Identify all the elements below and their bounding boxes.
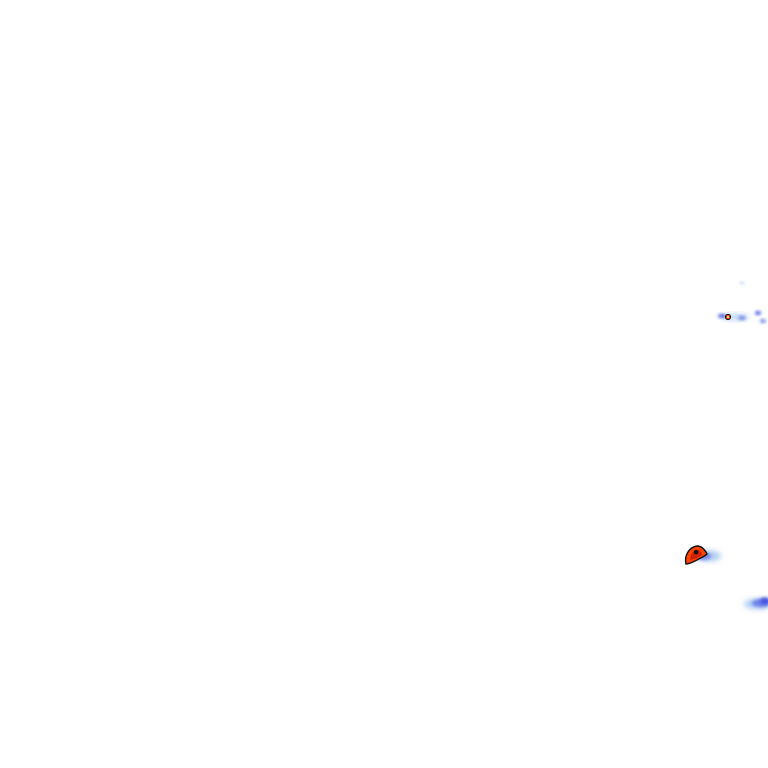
radar-echo-upper-small [740, 281, 744, 285]
radar-echo-upper-cluster [718, 311, 766, 323]
radar-echo-lower-storm-cell [684, 545, 721, 565]
radar-echo-lower-right-band [744, 597, 768, 609]
